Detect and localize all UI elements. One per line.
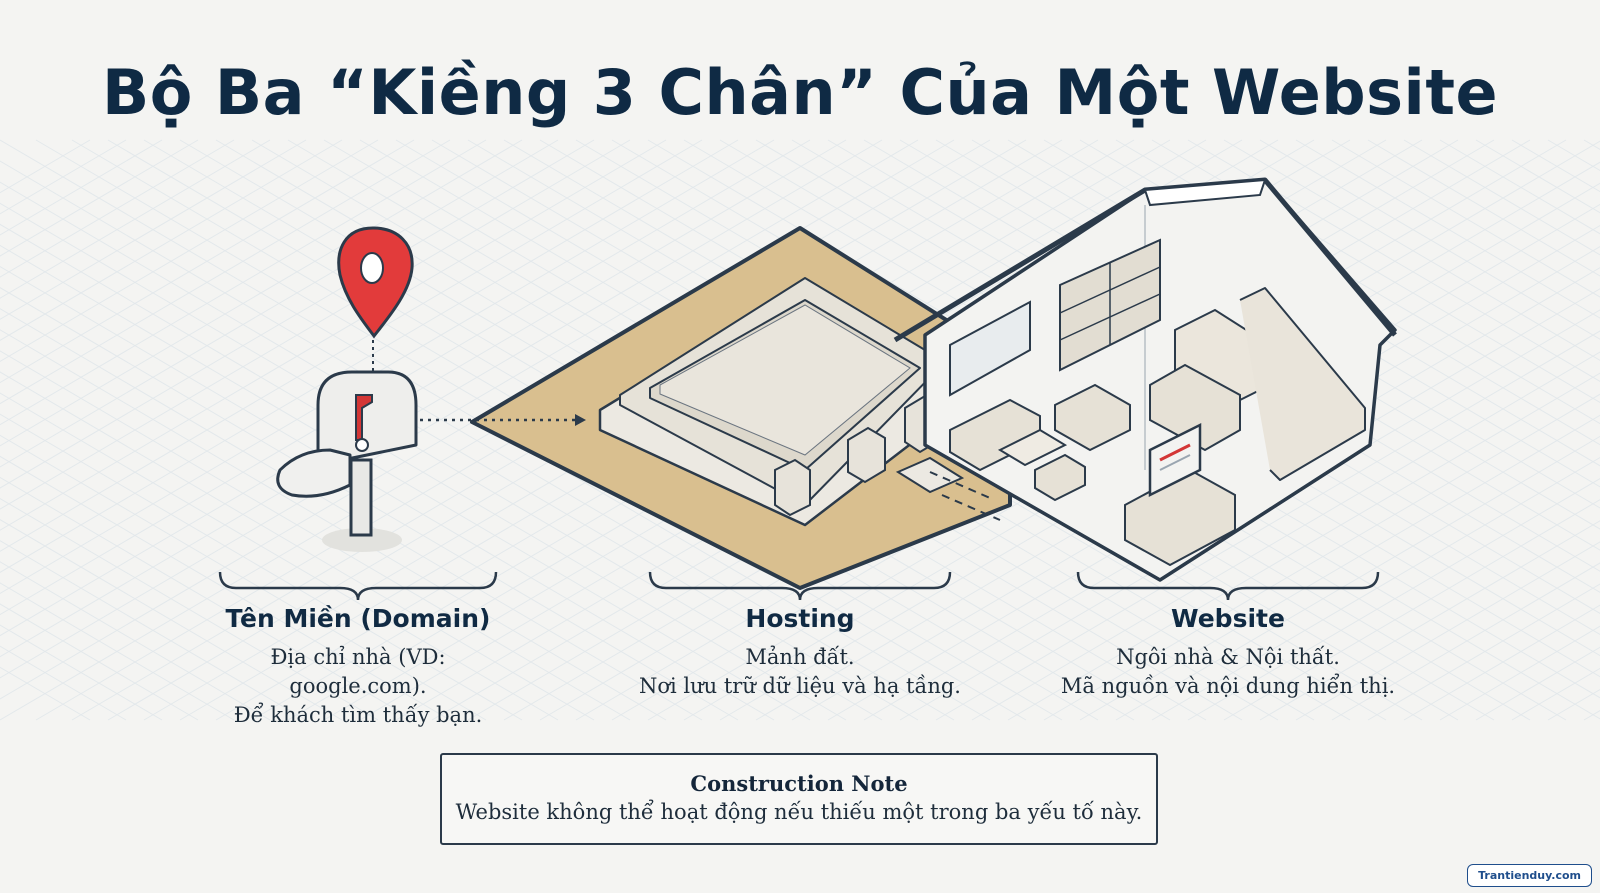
grid-line — [0, 139, 487, 426]
grid-line — [1439, 625, 1600, 721]
construction-note: Construction Note Website không thể hoạt… — [440, 753, 1158, 845]
grid-line — [0, 476, 415, 721]
section-website: Website Ngôi nhà & Nội thất. Mã nguồn và… — [1058, 604, 1398, 701]
grid-line — [0, 139, 703, 552]
grid-line — [1079, 414, 1600, 721]
grid-line — [0, 139, 811, 616]
section-heading: Website — [1171, 604, 1285, 633]
grid-line — [0, 603, 199, 721]
grid-line — [1403, 604, 1600, 721]
grid-line — [1295, 541, 1600, 721]
grid-line — [1259, 139, 1600, 340]
section-domain: Tên Miền (Domain) Địa chỉ nhà (VD: googl… — [200, 604, 516, 730]
grid-line — [0, 497, 379, 721]
grid-line — [0, 139, 451, 405]
grid-line — [1547, 139, 1600, 172]
grid-line — [1547, 688, 1600, 721]
section-line: Mảnh đất. — [745, 645, 855, 669]
grid-line — [0, 139, 343, 341]
grid-line — [0, 455, 451, 721]
grid-line — [1367, 583, 1600, 721]
grid-line — [1295, 139, 1600, 319]
grid-line — [0, 540, 307, 721]
section-line: Để khách tìm thấy bạn. — [233, 703, 483, 727]
grid-line — [1151, 139, 1600, 404]
grid-line — [1187, 478, 1600, 721]
note-body: Website không thể hoạt động nếu thiếu mộ… — [455, 800, 1143, 824]
grid-line — [0, 139, 307, 320]
section-line: Nơi lưu trữ dữ liệu và hạ tầng. — [639, 674, 961, 698]
mailbox-pin-icon — [276, 226, 586, 552]
house-interior-icon — [893, 177, 1397, 582]
grid-line — [1475, 646, 1600, 721]
grid-line — [0, 139, 919, 679]
grid-line — [0, 139, 775, 595]
grid-line — [0, 519, 343, 721]
grid-line — [0, 582, 235, 721]
grid-line — [1475, 139, 1600, 214]
brace-website — [1076, 571, 1380, 601]
grid-line — [1007, 372, 1600, 721]
grid-line — [1331, 139, 1600, 298]
grid-line — [935, 330, 1600, 721]
grid-line — [899, 309, 1600, 721]
section-hosting: Hosting Mảnh đất. Nơi lưu trữ dữ liệu và… — [630, 604, 970, 701]
grid-line — [1151, 456, 1600, 721]
grid-line — [0, 139, 235, 278]
grid-line — [971, 351, 1600, 721]
grid-line — [0, 139, 271, 299]
grid-line — [1439, 139, 1600, 235]
grid-line — [0, 139, 595, 489]
grid-line — [1043, 393, 1600, 721]
section-heading: Hosting — [745, 604, 855, 633]
grid-line — [1331, 562, 1600, 721]
grid-line — [0, 139, 199, 257]
grid-line — [0, 139, 631, 510]
grid-line — [0, 139, 163, 236]
grid-line — [0, 434, 487, 721]
brace-domain — [218, 571, 498, 601]
section-line: Địa chỉ nhà (VD: google.com). — [270, 645, 446, 698]
section-line: Mã nguồn và nội dung hiển thị. — [1060, 674, 1396, 698]
grid-line — [1223, 139, 1600, 361]
grid-line — [0, 139, 739, 573]
note-title: Construction Note — [690, 771, 908, 796]
page-title: Bộ Ba “Kiềng 3 Chân” Của Một Website — [101, 56, 1499, 129]
grid-line — [0, 139, 415, 384]
section-line: Ngôi nhà & Nội thất. — [1116, 645, 1340, 669]
background-grid — [0, 139, 1600, 721]
grid-line — [0, 561, 271, 721]
grid-line — [0, 624, 163, 721]
brace-hosting — [648, 571, 952, 601]
grid-line — [1115, 435, 1600, 721]
section-heading: Tên Miền (Domain) — [225, 604, 491, 633]
grid-line — [1187, 139, 1600, 382]
grid-line — [0, 139, 379, 363]
grid-line — [1223, 499, 1600, 721]
watermark-badge[interactable]: Trantienduy.com — [1467, 864, 1592, 887]
grid-line — [1367, 139, 1600, 277]
grid-line — [1403, 139, 1600, 256]
grid-line — [0, 139, 667, 531]
grid-line — [1259, 520, 1600, 721]
